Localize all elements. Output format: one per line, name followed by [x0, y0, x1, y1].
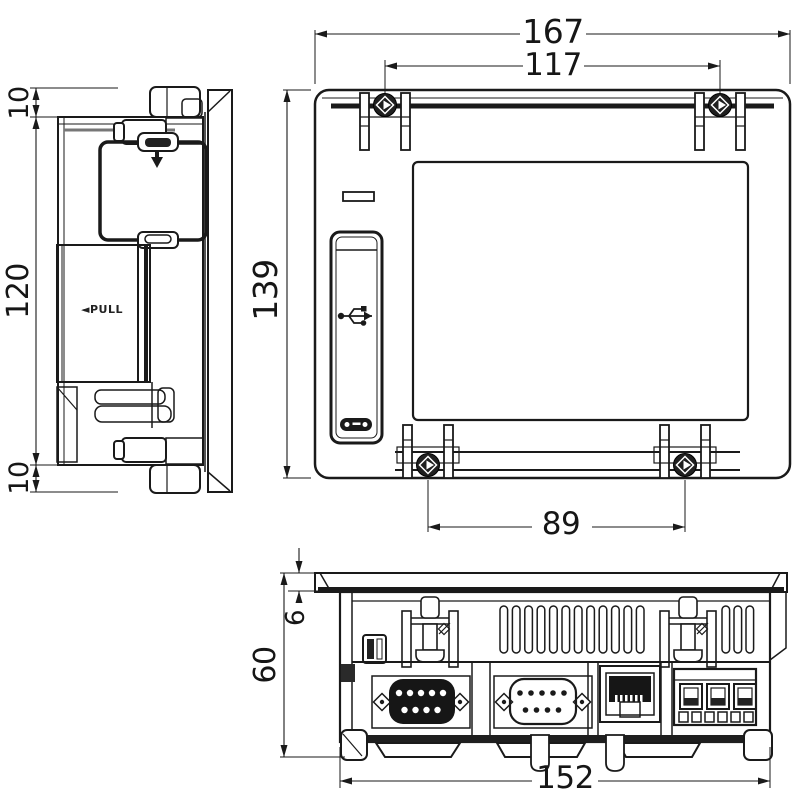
rear-clamp-right — [659, 596, 717, 668]
battery-cover — [98, 132, 208, 249]
dim-front-height — [283, 89, 311, 479]
dim-bottom-width — [339, 747, 771, 788]
dim-front-mount-bottom — [427, 480, 686, 532]
dim-front-mount-top — [384, 60, 721, 93]
usb-icon — [337, 306, 372, 326]
dim-bottom-depth-label: 60 — [248, 646, 283, 684]
mounting-clip-top-right — [695, 93, 745, 150]
dim-front-width-label: 167 — [522, 12, 584, 51]
dim-side-height-label: 120 — [1, 263, 36, 319]
dim-bottom-bezel-label: 6 — [281, 609, 311, 627]
dim-front-width — [314, 30, 791, 84]
db9-female-connector — [493, 675, 593, 729]
eject-arrow-icon — [155, 150, 159, 157]
dim-bottom-width-label: 152 — [536, 760, 594, 796]
ethernet-port — [599, 665, 661, 723]
front-bezel — [313, 88, 792, 480]
side-view — [30, 86, 233, 494]
side-bezel-plate — [204, 89, 233, 493]
dim-front-height-label: 139 — [246, 259, 285, 321]
dim-side-bottom-label: 10 — [4, 461, 35, 495]
dim-bottom-depth — [280, 572, 345, 758]
db9-male-connector — [371, 675, 471, 729]
mounting-clip-top-left — [360, 93, 410, 150]
dim-bottom-bezel — [288, 548, 318, 603]
pull-door — [56, 244, 153, 428]
dim-front-mount-top-label: 117 — [524, 47, 582, 83]
bottom-view — [280, 548, 788, 788]
dim-side — [30, 87, 118, 493]
display-screen — [411, 160, 750, 422]
power-terminal-block — [672, 667, 758, 727]
side-body — [57, 116, 204, 466]
bottom-bezel-plate — [314, 572, 788, 593]
vent-slots — [499, 605, 755, 654]
side-clamp-bottom — [56, 386, 204, 494]
pull-label: PULL — [89, 303, 123, 316]
dim-side-top-label: 10 — [4, 86, 35, 120]
usb-cover — [329, 230, 384, 445]
pull-marking: ◄PULL — [62, 303, 142, 316]
pull-arrow-icon: ◄ — [81, 303, 90, 316]
bottom-feet — [340, 729, 773, 772]
usb-port-bottom — [362, 634, 387, 664]
dim-front-mount-bottom-label: 89 — [541, 506, 581, 542]
usb-cover-badge — [340, 418, 372, 431]
led-indicator — [342, 191, 375, 202]
front-view — [283, 30, 792, 532]
rear-clamp-left — [401, 596, 459, 668]
